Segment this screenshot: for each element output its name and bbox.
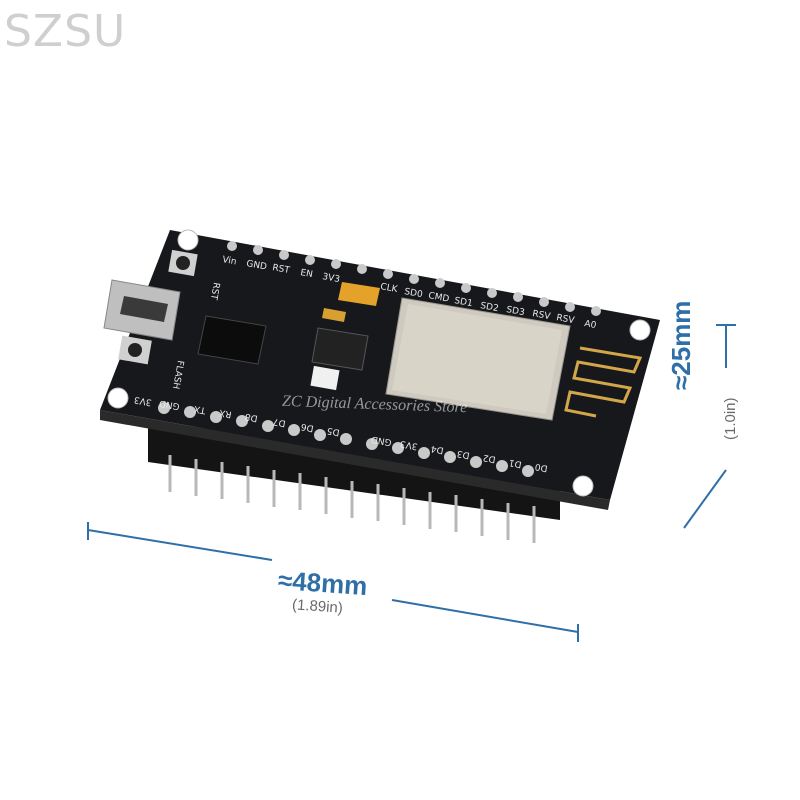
svg-text:GND: GND bbox=[245, 259, 267, 272]
brand-watermark: SZSU bbox=[4, 6, 127, 57]
svg-text:D5: D5 bbox=[326, 425, 340, 437]
svg-text:RST: RST bbox=[208, 281, 221, 300]
reset-button bbox=[168, 249, 198, 277]
tantalum-capacitor bbox=[322, 282, 380, 322]
width-label: ≈25mm bbox=[666, 300, 696, 390]
svg-text:CLK: CLK bbox=[379, 282, 399, 295]
svg-text:RST: RST bbox=[271, 263, 290, 276]
svg-text:RX: RX bbox=[219, 407, 233, 419]
antenna-trace bbox=[564, 346, 643, 418]
top-pin-labels: Vin GND RST EN 3V3 CLK SD0 CMD SD1 SD2 S… bbox=[221, 255, 597, 331]
svg-text:A0: A0 bbox=[583, 319, 597, 331]
svg-text:SD0: SD0 bbox=[403, 287, 423, 300]
svg-text:Vin: Vin bbox=[221, 255, 237, 267]
svg-text:CMD: CMD bbox=[427, 291, 449, 305]
svg-text:SD1: SD1 bbox=[453, 296, 473, 309]
svg-text:GND: GND bbox=[158, 397, 180, 410]
svg-text:RSV: RSV bbox=[555, 313, 575, 326]
wifi-module-shield bbox=[385, 297, 571, 421]
flash-button bbox=[118, 335, 152, 365]
svg-text:3V3: 3V3 bbox=[399, 438, 418, 451]
length-label: ≈48mm bbox=[277, 564, 369, 602]
svg-text:D8: D8 bbox=[244, 411, 258, 423]
svg-text:TX: TX bbox=[193, 403, 207, 415]
voltage-regulator bbox=[311, 327, 369, 371]
button-labels: RST FLASH bbox=[170, 281, 221, 389]
bottom-pin-labels: 3V3 GND TX RX D8 D7 D6 D5 GND 3V3 D4 D3 … bbox=[133, 394, 548, 473]
svg-text:D1: D1 bbox=[508, 457, 522, 469]
length-sub-label: (1.89in) bbox=[291, 596, 344, 617]
svg-text:SD2: SD2 bbox=[479, 301, 499, 314]
svg-text:GND: GND bbox=[370, 433, 392, 446]
svg-text:3V3: 3V3 bbox=[133, 394, 152, 407]
usb-serial-chip bbox=[197, 315, 267, 365]
svg-text:EN: EN bbox=[299, 268, 313, 280]
svg-text:D3: D3 bbox=[456, 448, 470, 460]
svg-text:D4: D4 bbox=[430, 443, 444, 455]
svg-text:FLASH: FLASH bbox=[170, 359, 185, 389]
svg-text:D2: D2 bbox=[482, 452, 496, 464]
pin-legs bbox=[168, 455, 536, 543]
usb-port bbox=[103, 279, 181, 341]
svg-text:3V3: 3V3 bbox=[321, 272, 340, 285]
svg-text:D7: D7 bbox=[272, 416, 286, 428]
width-sub-label: (1.0in) bbox=[722, 397, 739, 440]
svg-text:RSV: RSV bbox=[531, 309, 551, 322]
smd-component bbox=[310, 365, 340, 391]
svg-text:D0: D0 bbox=[534, 461, 548, 473]
length-dimension-line bbox=[87, 522, 579, 642]
bottom-pin-row bbox=[158, 402, 534, 477]
svg-text:SD3: SD3 bbox=[505, 305, 525, 318]
width-dimension-line bbox=[683, 324, 736, 529]
svg-text:D6: D6 bbox=[300, 421, 314, 433]
top-pin-row bbox=[227, 241, 601, 316]
